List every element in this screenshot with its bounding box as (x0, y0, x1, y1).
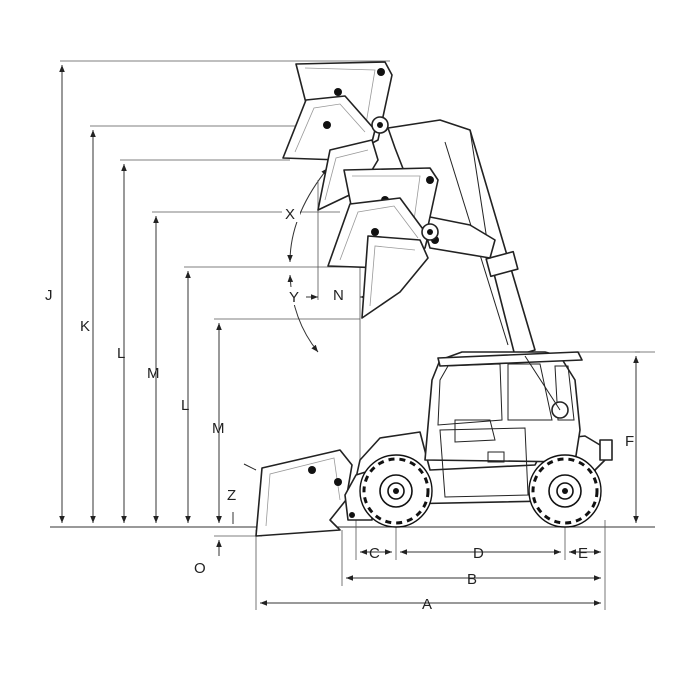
label-m-upper: M (147, 365, 160, 382)
label-b: B (467, 571, 477, 588)
horizontal-dimensions (255, 351, 655, 610)
label-y: Y (289, 289, 299, 306)
label-x: X (285, 206, 295, 223)
label-e: E (578, 545, 588, 562)
label-c: C (369, 545, 380, 562)
label-k: K (80, 318, 90, 335)
label-a: A (422, 596, 432, 613)
label-n: N (333, 287, 344, 304)
loader-vehicle (344, 351, 613, 528)
label-f: F (625, 433, 634, 450)
boom-heads (371, 116, 439, 241)
label-o: O (194, 560, 206, 577)
label-j: J (45, 287, 53, 304)
label-l-upper: L (117, 345, 125, 362)
arc-y (287, 274, 319, 353)
bucket-ground (243, 449, 353, 537)
vertical-dimensions (59, 60, 390, 556)
bucket-mid-dump (361, 235, 429, 319)
label-m-lower: M (212, 420, 225, 437)
label-l-lower: L (181, 397, 189, 414)
label-z: Z (227, 487, 236, 504)
label-d: D (473, 545, 484, 562)
